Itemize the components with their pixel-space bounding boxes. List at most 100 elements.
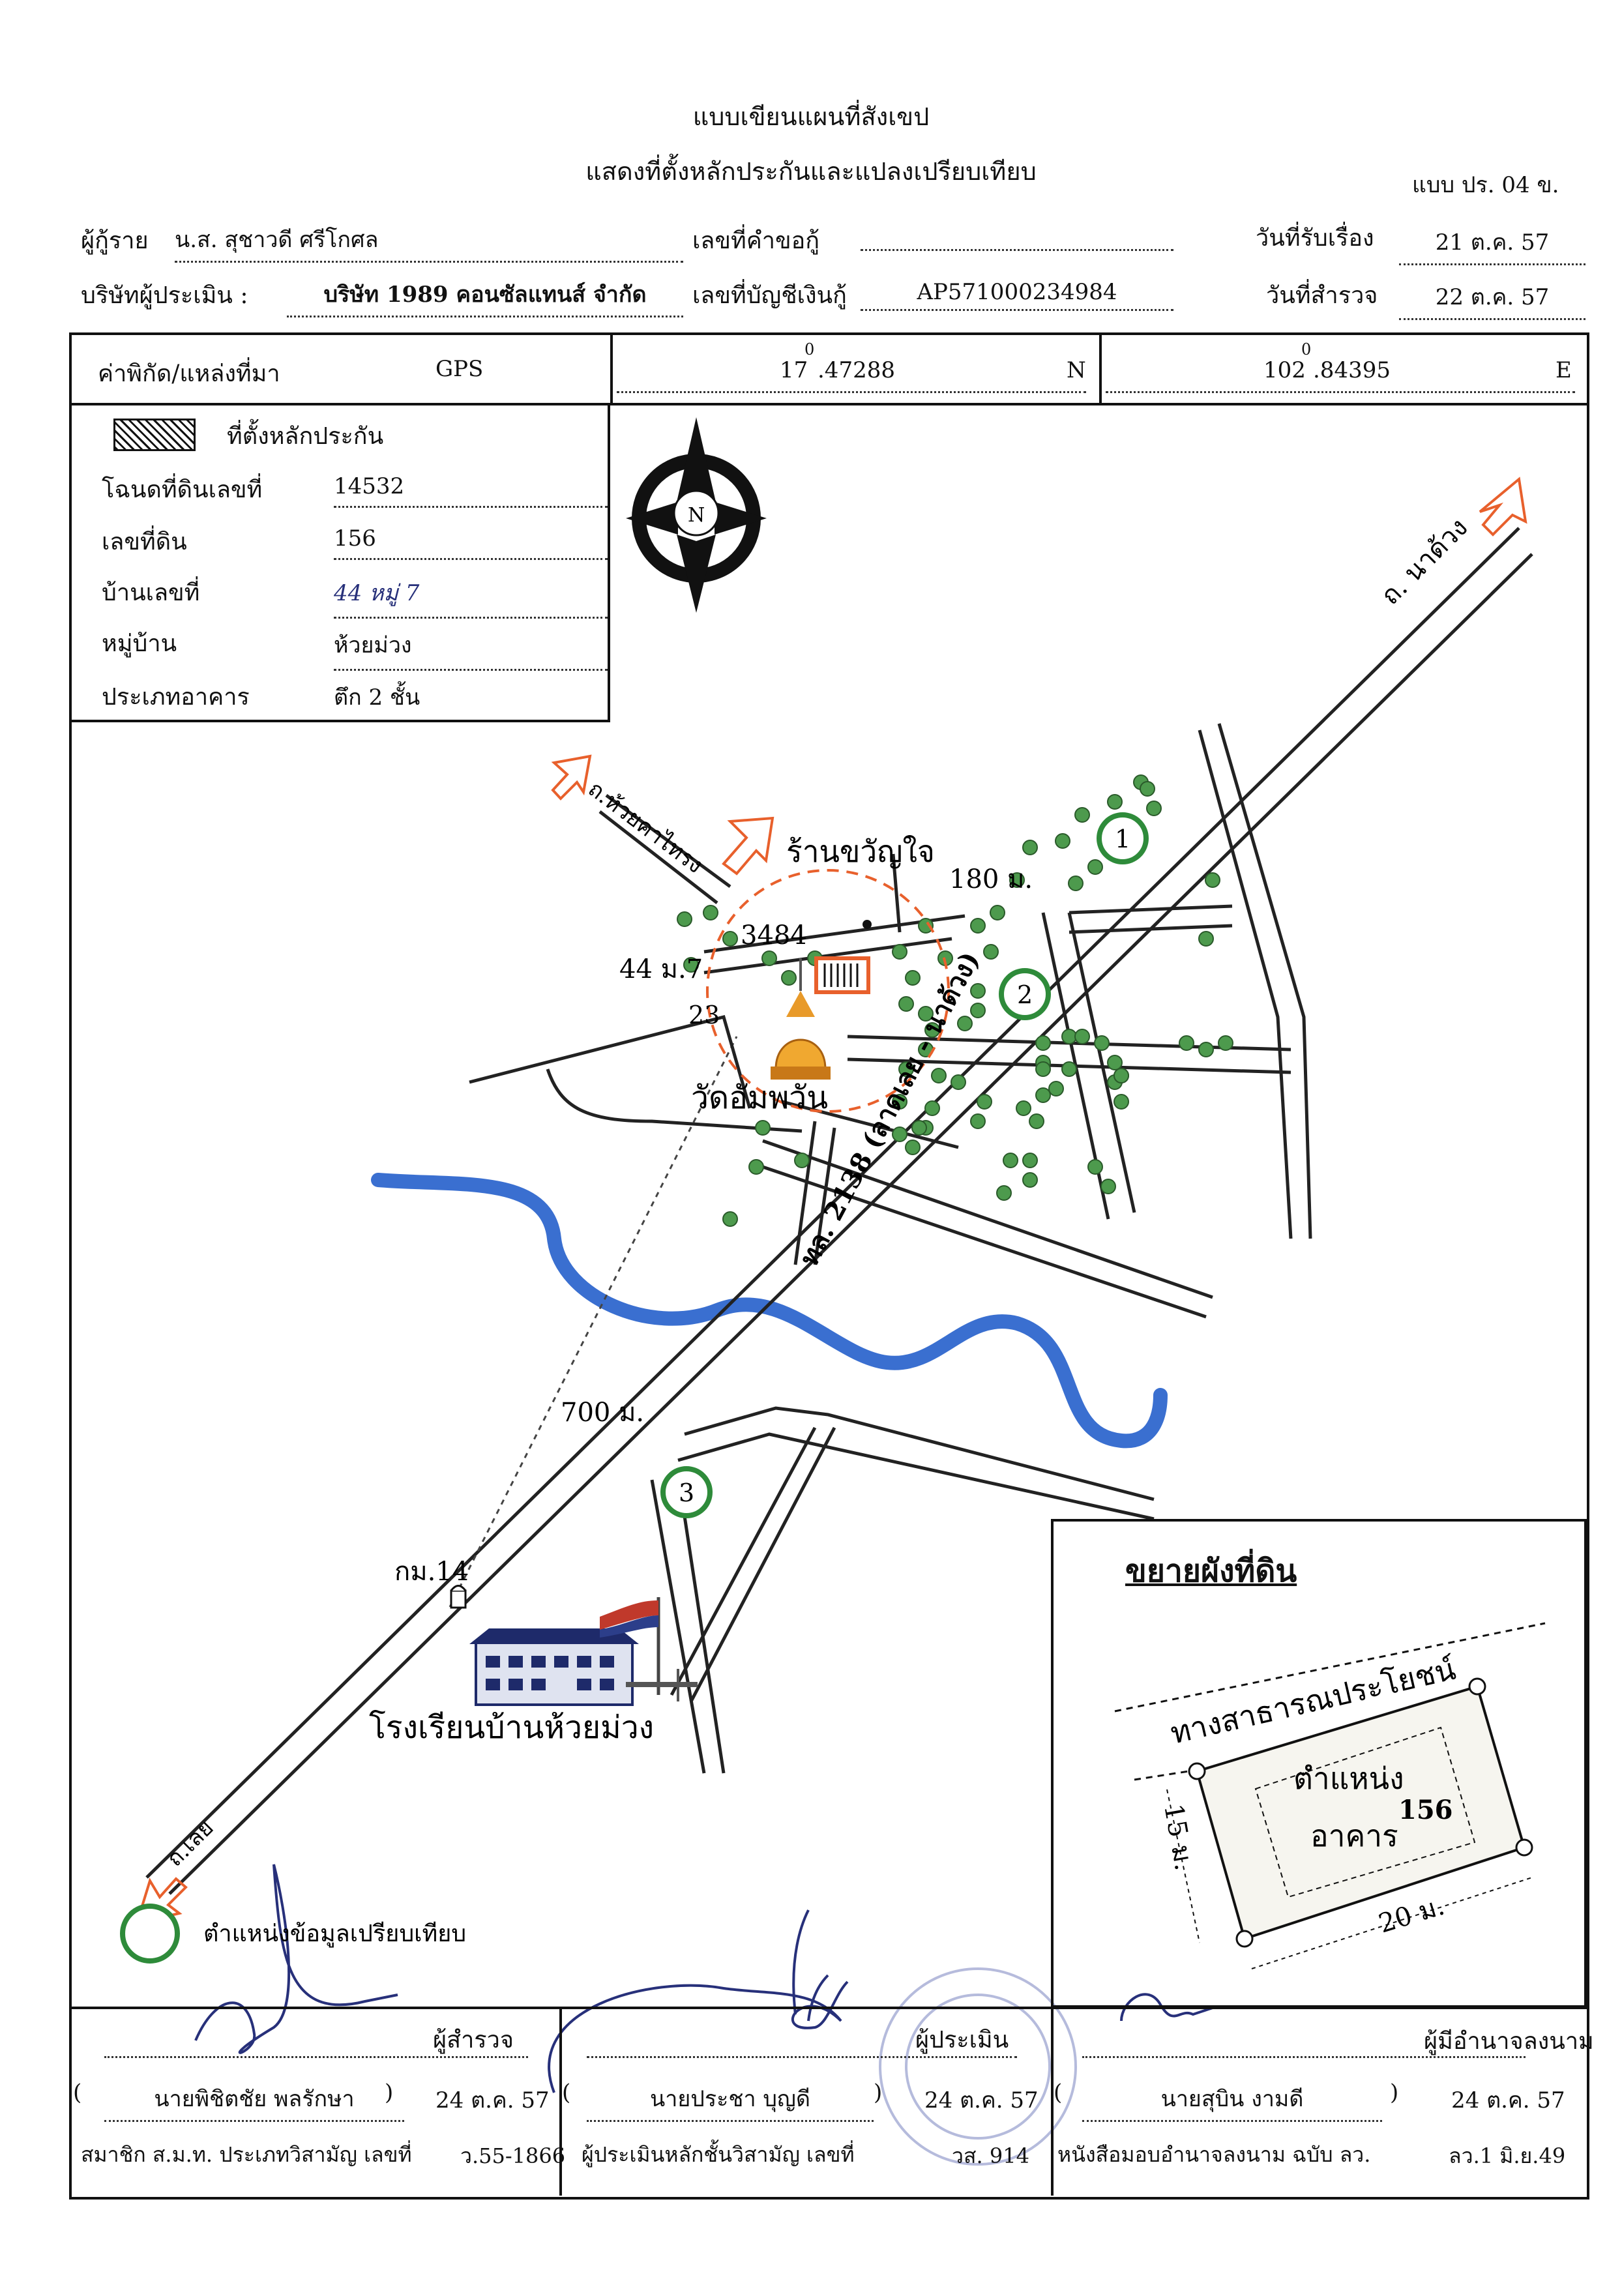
borrower-label: ผู้กู้ราย xyxy=(81,228,149,254)
road-label-na-duang: ถ. นาด้วง xyxy=(1376,512,1474,611)
lon-deg-mark: 0 xyxy=(1301,340,1312,359)
temple-icon xyxy=(771,958,831,1080)
lon-dotline xyxy=(1106,391,1575,393)
surveyor-signature-line xyxy=(104,2056,528,2058)
received-date-label: วันที่รับเรื่อง xyxy=(1256,225,1374,252)
survey-date-label: วันที่สำรวจ xyxy=(1266,282,1378,309)
appraiser-license-no: วส. 914 xyxy=(952,2143,1029,2168)
surveyor-member-label: สมาชิก ส.ม.ท. ประเภทวิสามัญ เลขที่ xyxy=(81,2142,412,2167)
surveyor-close-paren: ) xyxy=(385,2080,394,2106)
comparison-1-label: 1 xyxy=(1115,825,1130,853)
road-label-loei: ถ.เลย xyxy=(162,1815,219,1872)
surveyor-open-paren: ( xyxy=(73,2080,82,2106)
trees xyxy=(677,774,1233,1227)
appraiser-open-paren: ( xyxy=(562,2080,571,2106)
lon-dir: E xyxy=(1556,357,1572,383)
temple-label: วัดอัมพวัน xyxy=(691,1080,828,1116)
signature-divider xyxy=(69,2007,1587,2009)
authorized-role: ผู้มีอำนาจลงนาม xyxy=(1424,2028,1594,2055)
river xyxy=(371,1173,1168,1449)
deed-value: 14532 xyxy=(334,473,608,508)
appraiser-date: 24 ต.ค. 57 xyxy=(924,2087,1039,2113)
collateral-legend-label: ที่ตั้งหลักประกัน xyxy=(227,423,384,450)
authorized-signature-line xyxy=(1082,2056,1526,2058)
authorized-name: นายสุบิน งามดี xyxy=(1082,2081,1382,2122)
land-no-value: 156 xyxy=(334,525,608,560)
house-44-label: 44 ม.7 xyxy=(619,954,703,984)
building-type-label: ประเภทอาคาร xyxy=(102,684,250,711)
survey-date-value: 22 ต.ค. 57 xyxy=(1399,279,1585,320)
land-no-label: เลขที่ดิน xyxy=(102,529,187,555)
north-label: N xyxy=(688,504,705,527)
coords-row-divider xyxy=(69,403,1587,405)
authorized-open-paren: ( xyxy=(1054,2080,1063,2106)
village-value: ห้วยม่วง xyxy=(334,627,608,671)
house-no-value: 44 หมู่ 7 xyxy=(334,575,608,619)
authorization-date: ลว.1 มิ.ย.49 xyxy=(1449,2143,1566,2168)
north-arrow xyxy=(626,417,767,613)
plot-23-label: 23 xyxy=(688,1001,720,1029)
shop-point xyxy=(863,920,872,929)
inset-side-15: 15 ม. xyxy=(1158,1802,1199,1873)
school-label: โรงเรียนบ้านห้วยม่วง xyxy=(369,1709,654,1746)
inset-title: ขยายผังที่ดิน xyxy=(1125,1553,1297,1589)
appraiser-license-label: ผู้ประเมินหลักชั้นวิสามัญ เลขที่ xyxy=(582,2142,855,2167)
authorized-date: 24 ต.ค. 57 xyxy=(1451,2087,1565,2113)
km-marker-icon xyxy=(450,1585,467,1609)
appraiser-company-value: บริษัท 1989 คอนซัลแทนส์ จำกัด xyxy=(287,276,683,317)
inset-position-label: ตำแหน่ง xyxy=(1293,1761,1404,1796)
document-title: แบบเขียนแผนที่สังเขป xyxy=(692,102,930,131)
shop-label: ร้านขวัญใจ xyxy=(786,834,935,869)
appraiser-company-label: บริษัทผู้ประเมิน : xyxy=(81,282,248,309)
collateral-legend-swatch xyxy=(113,419,196,451)
lat-dir: N xyxy=(1067,357,1086,383)
coords-label: ค่าพิกัด/แหล่งที่มา xyxy=(98,361,280,387)
lat-deg-mark: 0 xyxy=(804,340,815,359)
form-code: แบบ ปร. 04 ข. xyxy=(1412,172,1559,198)
inset-plot xyxy=(1114,1622,1546,1969)
appraiser-close-paren: ) xyxy=(874,2080,883,2106)
lon-dec: .84395 xyxy=(1313,357,1391,383)
coords-col-divider-2 xyxy=(1099,332,1102,404)
comparison-2-label: 2 xyxy=(1017,980,1033,1009)
property-info-box xyxy=(69,403,610,722)
received-date-value: 21 ต.ค. 57 xyxy=(1399,224,1585,265)
coords-col-divider-1 xyxy=(610,332,613,404)
lat-deg: 17 xyxy=(780,357,808,383)
km-marker-label: กม.14 xyxy=(394,1557,469,1587)
deed-label: โฉนดที่ดินเลขที่ xyxy=(102,477,263,503)
inset-side-20: 20 ม. xyxy=(1375,1891,1448,1939)
collateral-radius-circle xyxy=(706,869,950,1113)
lat-dec: .47288 xyxy=(818,357,895,383)
signature-col-divider-2 xyxy=(1051,2007,1054,2196)
company-seal xyxy=(879,1967,1077,2166)
surveyor-role: ผู้สำรวจ xyxy=(433,2027,514,2053)
surveyor-name: นายพิชิตชัย พลรักษา xyxy=(104,2081,404,2122)
lat-dotline xyxy=(617,391,1086,393)
authorization-label: หนังสือมอบอำนาจลงนาม ฉบับ ลว. xyxy=(1057,2142,1371,2167)
document-subtitle: แสดงที่ตั้งหลักประกันและแปลงเปรียบเทียบ xyxy=(585,157,1037,186)
local-roads xyxy=(469,723,1312,1774)
loan-account-label: เลขที่บัญชีเงินกู้ xyxy=(692,282,847,309)
request-no-label: เลขที่คำขอกู้ xyxy=(692,228,820,254)
building-type-value: ตึก 2 ชั้น xyxy=(334,684,420,711)
appraiser-name: นายประชา บุญดี xyxy=(587,2081,874,2122)
comparison-circles xyxy=(120,812,1149,1964)
dist-180-label: 180 ม. xyxy=(949,864,1033,894)
collateral-marker-hatch xyxy=(823,964,859,987)
loan-account-value: AP571000234984 xyxy=(861,279,1173,311)
lon-deg: 102 xyxy=(1263,357,1306,383)
appraiser-role: ผู้ประเมิน xyxy=(915,2027,1009,2053)
coords-source: GPS xyxy=(435,356,484,382)
surveyor-member-no: ว.55-1866 xyxy=(460,2143,566,2168)
appraiser-signature-line xyxy=(587,2056,1017,2058)
dist-700-label: 700 ม. xyxy=(561,1398,644,1428)
village-label: หมู่บ้าน xyxy=(102,630,177,657)
surveyor-date: 24 ต.ค. 57 xyxy=(435,2087,550,2113)
house-no-label: บ้านเลขที่ xyxy=(102,580,200,606)
distance-dash-line xyxy=(449,1036,738,1608)
comparison-3-label: 3 xyxy=(679,1479,694,1507)
road-label-huai-khrong: ถ.ห้วยคาไทรง xyxy=(583,776,708,879)
signature-col-divider-1 xyxy=(559,2007,562,2196)
